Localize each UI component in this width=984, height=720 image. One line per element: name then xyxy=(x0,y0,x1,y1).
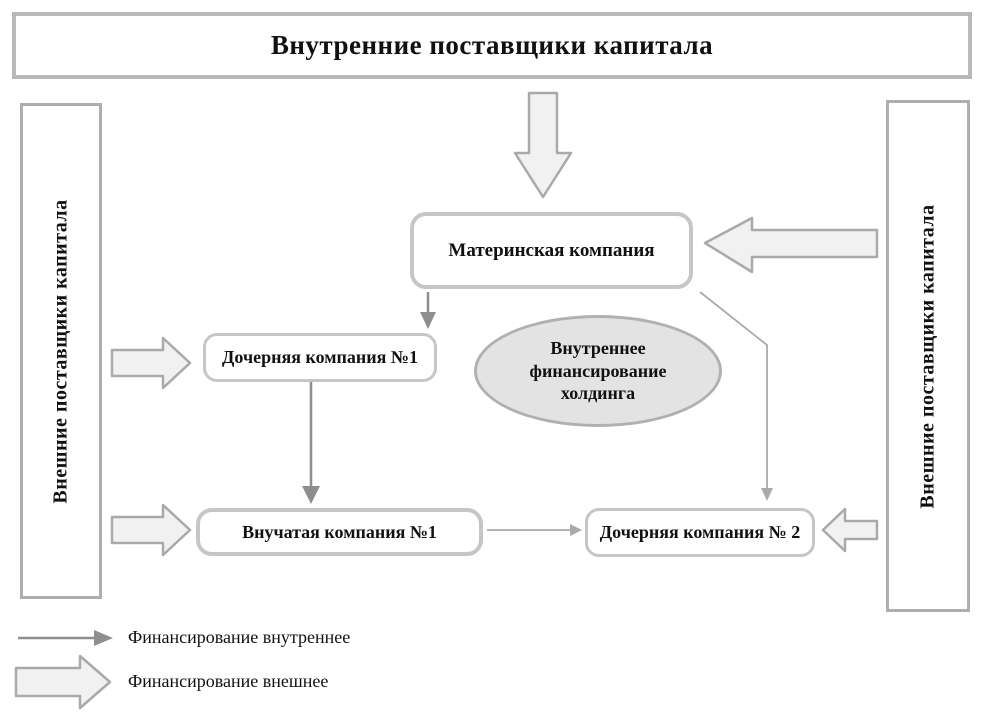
internal-arrow-grand1-to-daughter2 xyxy=(487,524,582,536)
internal-arrow-mother-to-daughter2 xyxy=(699,291,773,501)
legend-internal-label: Финансирование внутреннее xyxy=(128,627,351,647)
node-daughter-company-1-label: Дочерняя компания №1 xyxy=(222,347,418,367)
external-arrow-left-to-grand1 xyxy=(110,503,192,557)
node-daughter-company-1: Дочерняя компания №1 xyxy=(203,333,437,382)
external-suppliers-right-box: Внешние поставщики капитала xyxy=(886,100,970,612)
node-grand-company-1: Внучатая компания №1 xyxy=(196,508,483,556)
external-suppliers-right-label: Внешние поставщики капитала xyxy=(916,203,939,509)
internal-financing-ellipse: Внутреннее финансирование холдинга xyxy=(474,315,722,427)
internal-arrow-daughter1-to-grand1 xyxy=(302,382,320,504)
external-suppliers-left-label: Внешние поставщики капитала xyxy=(49,198,72,504)
node-daughter-company-2-label: Дочерняя компания № 2 xyxy=(599,522,801,542)
internal-suppliers-title: Внутренние поставщики капитала xyxy=(270,30,714,60)
external-arrow-right-to-mother xyxy=(703,216,879,274)
external-arrow-left-to-daughter1 xyxy=(110,336,192,390)
legend-external-arrow-icon xyxy=(14,654,112,710)
external-arrow-banner-to-mother xyxy=(513,91,573,199)
internal-suppliers-banner: Внутренние поставщики капитала xyxy=(12,12,972,79)
internal-arrow-mother-to-daughter1 xyxy=(420,292,436,329)
legend-external-label: Финансирование внешнее xyxy=(128,671,329,691)
external-suppliers-left-box: Внешние поставщики капитала xyxy=(20,103,102,599)
legend-internal-arrow-icon xyxy=(18,630,113,646)
node-grand-company-1-label: Внучатая компания №1 xyxy=(242,521,437,542)
external-arrow-right-to-daughter2 xyxy=(821,507,879,553)
node-mother-company-label: Материнская компания xyxy=(448,239,655,261)
internal-financing-ellipse-label: Внутреннее финансирование холдинга xyxy=(529,338,667,404)
node-daughter-company-2: Дочерняя компания № 2 xyxy=(585,508,815,557)
node-mother-company: Материнская компания xyxy=(410,212,693,289)
